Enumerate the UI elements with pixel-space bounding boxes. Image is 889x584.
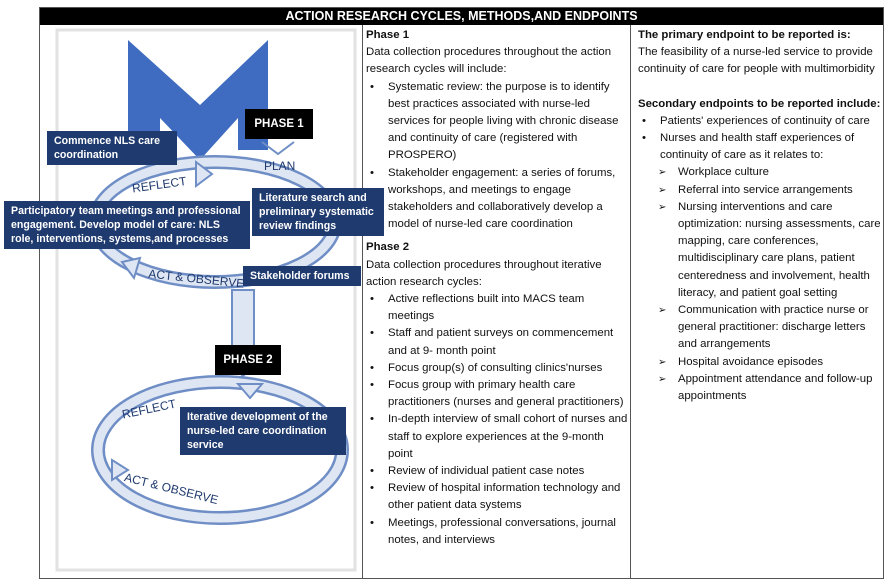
list-item: Systematic review: the purpose is to ide… [366,79,628,165]
list-item: Referral into service arrangements [638,182,886,199]
list-item: Hospital avoidance episodes [638,354,886,371]
list-item: Staff and patient surveys on commencemen… [366,325,628,359]
list-item: Nurses and health staff experiences of c… [638,130,886,164]
list-item: Nursing interventions and care optimizat… [638,199,886,302]
list-item: Appointment attendance and follow-up app… [638,371,886,405]
column-divider-1 [362,25,363,578]
list-item: Review of hospital information technolog… [366,480,628,514]
figure-frame: ACTION RESEARCH CYCLES, METHODS,AND ENDP… [39,7,884,579]
secondary-endpoint-heading: Secondary endpoints to be reported inclu… [638,97,881,110]
list-item: Stakeholder engagement: a series of foru… [366,165,628,234]
figure-title: ACTION RESEARCH CYCLES, METHODS,AND ENDP… [40,8,883,25]
secondary-sub-list: Workplace culture Referral into service … [638,164,886,405]
list-item: Communication with practice nurse or gen… [638,302,886,354]
primary-endpoint-text: The feasibility of a nurse-led service t… [638,46,875,76]
phase1-intro: Data collection procedures throughout th… [366,46,612,76]
list-item: In-depth interview of small cohort of nu… [366,411,628,463]
list-item: Active reflections built into MACS team … [366,291,628,325]
phase2-intro: Data collection procedures throughout it… [366,258,602,288]
list-item: Patients' experiences of continuity of c… [638,113,886,130]
list-item: Focus group with primary health care pra… [366,377,628,411]
phase2-list: Active reflections built into MACS team … [366,291,628,549]
phase2-heading: Phase 2 [366,241,410,254]
list-item: Workplace culture [638,164,886,181]
column-divider-2 [630,25,631,578]
list-item: Focus group(s) of consulting clinics'nur… [366,360,628,377]
secondary-endpoint-list: Patients' experiences of continuity of c… [638,113,886,165]
phase1-list: Systematic review: the purpose is to ide… [366,79,628,234]
list-item: Meetings, professional conversations, jo… [366,515,628,549]
list-item: Review of individual patient case notes [366,463,628,480]
primary-endpoint-heading: The primary endpoint to be reported is: [638,29,851,41]
methods-column: Phase 1 Data collection procedures throu… [366,27,628,549]
phase1-heading: Phase 1 [366,29,410,41]
endpoints-column: The primary endpoint to be reported is: … [638,27,886,405]
